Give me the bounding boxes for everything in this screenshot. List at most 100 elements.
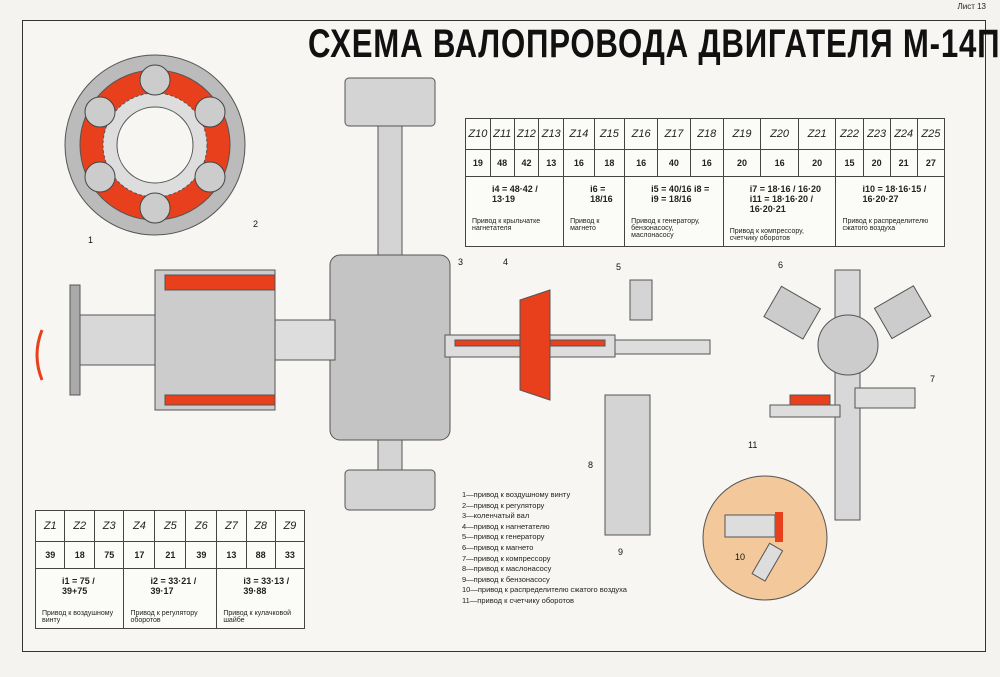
gear-header: Z24	[889, 118, 918, 150]
legend-item: 7—привод к компрессору	[462, 553, 551, 563]
legend-item: 9—привод к бензонасосу	[462, 574, 550, 584]
ratio-caption: Привод к кулачковой шайбе	[223, 610, 291, 624]
ratio-caption: Привод к крыльчатке нагнетателя	[472, 218, 541, 232]
part-label-8: 8	[588, 460, 593, 470]
part-label-9: 9	[618, 547, 623, 557]
sheet-number: Лист 13	[957, 2, 986, 11]
gear-header: Z1	[34, 510, 66, 542]
rotation-arrow-icon	[35, 329, 44, 381]
legend-item: 1—привод к воздушному винту	[462, 490, 571, 499]
gear-teeth-value: 13	[538, 149, 565, 177]
gear-teeth-value: 19	[465, 149, 491, 177]
ratio-caption: Привод к компрессору, счетчику оборотов	[729, 228, 804, 242]
gear-header: Z20	[760, 118, 799, 150]
part-label-5: 5	[616, 262, 621, 272]
planetary-gear-drawing	[64, 54, 246, 236]
gear-teeth-value: 20	[722, 149, 762, 177]
gear-header: Z17	[657, 118, 691, 150]
gear-teeth-value: 16	[624, 149, 659, 177]
legend-item: 4—привод к нагнетателю	[462, 521, 550, 531]
gear-header: Z7	[216, 510, 247, 542]
gear-teeth-value: 16	[689, 149, 724, 177]
gear-teeth-value: 21	[889, 149, 918, 177]
ratio-cell: i7 = 18·16 / 16·20 i11 = 18·16·20 / 16·2…	[722, 176, 837, 247]
ratio-formula: i5 = 40/16 i8 = i9 = 18/16	[651, 184, 710, 204]
part-label-1: 1	[88, 235, 93, 245]
legend-item: 11—привод к счетчику оборотов	[462, 595, 574, 605]
gear-teeth-value: 75	[93, 541, 125, 569]
part-label-2: 2	[253, 219, 258, 229]
ratio-formula: i4 = 48·42 / 13·19	[492, 184, 538, 204]
part-label-6: 6	[778, 260, 783, 270]
ratio-caption: Привод к распределителю сжатого воздуха	[842, 218, 929, 232]
legend-item: 10—привод к распределителю сжатого возду…	[462, 585, 627, 595]
gear-header: Z15	[593, 118, 626, 150]
part-label-7: 7	[930, 374, 935, 384]
gear-header: Z3	[93, 510, 125, 542]
gear-teeth-value: 18	[64, 541, 95, 569]
gear-header: Z13	[538, 118, 565, 150]
part-label-3: 3	[458, 257, 463, 267]
gear-teeth-value: 15	[835, 149, 864, 177]
gear-teeth-value: 48	[489, 149, 515, 177]
part-label-4: 4	[503, 257, 508, 267]
gear-header: Z18	[689, 118, 724, 150]
gear-teeth-value: 40	[657, 149, 691, 177]
ratio-formula: i2 = 33·21 / 39·17	[150, 576, 197, 596]
gear-teeth-value: 20	[797, 149, 837, 177]
legend-item: 2—привод к регулятору	[462, 500, 545, 510]
ratio-caption: Привод к регулятору оборотов	[130, 610, 198, 624]
gear-header: Z21	[797, 118, 837, 150]
inset-detail-drawing	[702, 475, 828, 601]
gear-teeth-value: 27	[916, 149, 946, 177]
gear-teeth-value: 16	[563, 149, 595, 177]
legend-item: 6—привод к магнето	[462, 542, 534, 552]
part-label-11: 11	[748, 440, 757, 450]
gear-teeth-value: 42	[513, 149, 540, 177]
piston-rod-drawing	[329, 77, 451, 511]
gear-header: Z8	[245, 510, 276, 542]
gear-teeth-value: 39	[185, 541, 218, 569]
legend-item: 5—привод к генератору	[462, 532, 545, 542]
gear-header: Z25	[916, 118, 946, 150]
gear-teeth-value: 88	[245, 541, 276, 569]
gear-header: Z19	[722, 118, 762, 150]
ratio-caption: Привод к магнето	[570, 218, 600, 232]
ratio-formula: i1 = 75 / 39+75	[62, 576, 95, 596]
ratio-formula: i10 = 18·16·15 / 16·20·27	[862, 184, 927, 204]
gear-header: Z22	[835, 118, 864, 150]
gear-teeth-value: 18	[593, 149, 626, 177]
radial-drive-drawing	[763, 269, 932, 521]
gear-header: Z2	[64, 510, 95, 542]
ratio-formula: i3 = 33·13 / 39·88	[243, 576, 290, 596]
crankshaft-drawing	[69, 269, 711, 411]
gear-teeth-value: 33	[274, 541, 306, 569]
gear-header: Z12	[513, 118, 540, 150]
gear-header: Z10	[465, 118, 491, 150]
ratio-caption: Привод к воздушному винту	[42, 610, 114, 624]
gear-header: Z4	[123, 510, 156, 542]
gear-teeth-value: 17	[123, 541, 156, 569]
gear-header: Z5	[154, 510, 187, 542]
gear-header: Z6	[185, 510, 218, 542]
gear-teeth-value: 21	[154, 541, 187, 569]
gear-header: Z23	[862, 118, 891, 150]
poster-title: СХЕМА ВАЛОПРОВОДА ДВИГАТЕЛЯ М-14П	[308, 22, 1000, 66]
gear-header: Z16	[624, 118, 659, 150]
gear-teeth-value: 20	[862, 149, 891, 177]
gear-header: Z11	[489, 118, 515, 150]
legend-item: 3—коленчатый вал	[462, 511, 530, 521]
gear-teeth-value: 13	[216, 541, 247, 569]
ratio-caption: Привод к генератору, бензонасосу, маслон…	[631, 218, 700, 239]
gear-header: Z14	[563, 118, 595, 150]
